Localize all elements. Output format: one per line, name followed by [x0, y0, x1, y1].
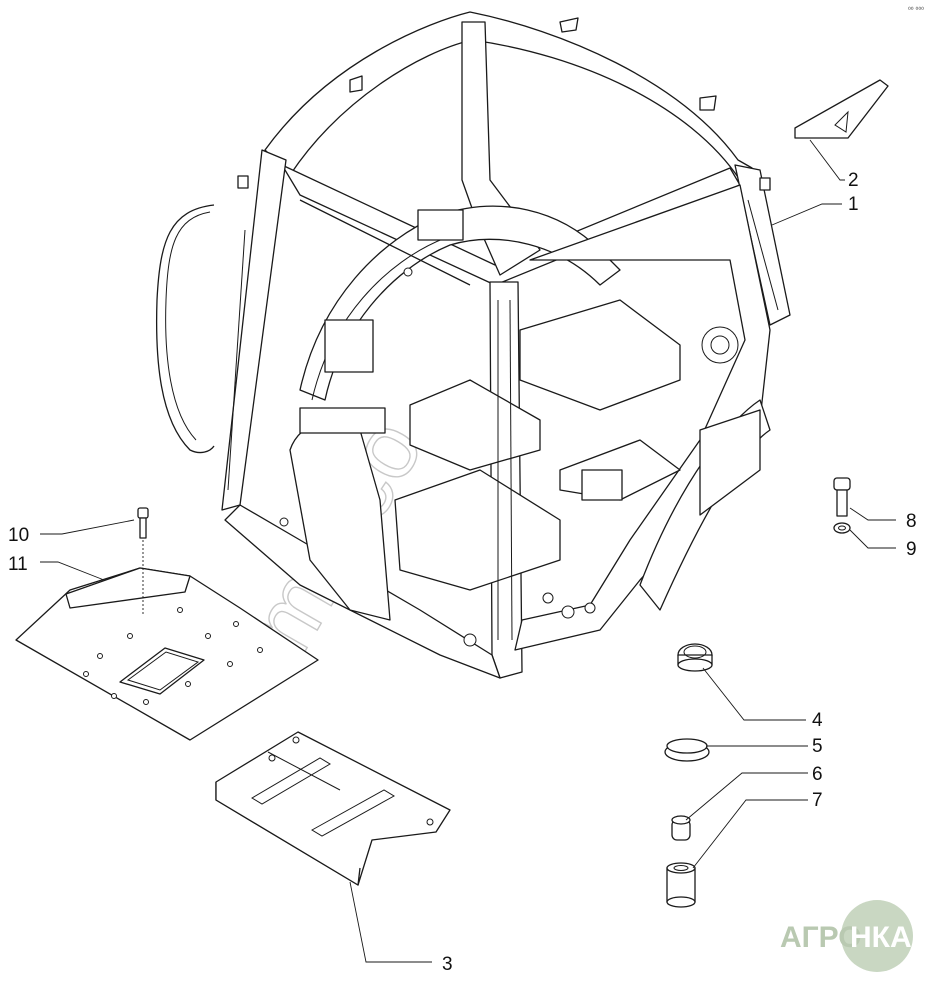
callout-5: 5 [812, 736, 823, 757]
part-11-floor-plate [15, 567, 319, 741]
part-2-bracket [794, 79, 889, 139]
logo-text-left: АГРО [780, 921, 862, 954]
callout-2: 2 [848, 170, 859, 191]
callout-9: 9 [906, 539, 917, 560]
callout-numbers: 1 2 3 4 5 6 7 8 9 10 11 [8, 170, 917, 975]
cab-frame [155, 11, 791, 679]
logo-circle [841, 900, 913, 972]
callout-3: 3 [442, 954, 453, 975]
callout-10: 10 [8, 525, 29, 546]
callout-6: 6 [812, 764, 823, 785]
part-3-floor-tray [215, 731, 451, 886]
callout-4: 4 [812, 710, 823, 731]
corner-mark: ⁰⁰ ⁰⁰⁰ [908, 6, 924, 14]
part-5-cap [664, 738, 710, 762]
callout-8: 8 [906, 511, 917, 532]
part-4-plug [677, 643, 713, 672]
callout-1: 1 [848, 194, 859, 215]
part-8-bolt [833, 477, 851, 517]
callout-7: 7 [812, 790, 823, 811]
part-10-bolt [137, 507, 149, 616]
logo-text-right: НКА [850, 921, 912, 954]
leader-lines [40, 139, 896, 963]
agronka-logo: АГРО НКА [780, 900, 913, 972]
part-9-washer [833, 522, 851, 534]
part-6-pin [671, 815, 691, 841]
part-7-sleeve [666, 862, 696, 908]
callout-11: 11 [8, 554, 28, 575]
